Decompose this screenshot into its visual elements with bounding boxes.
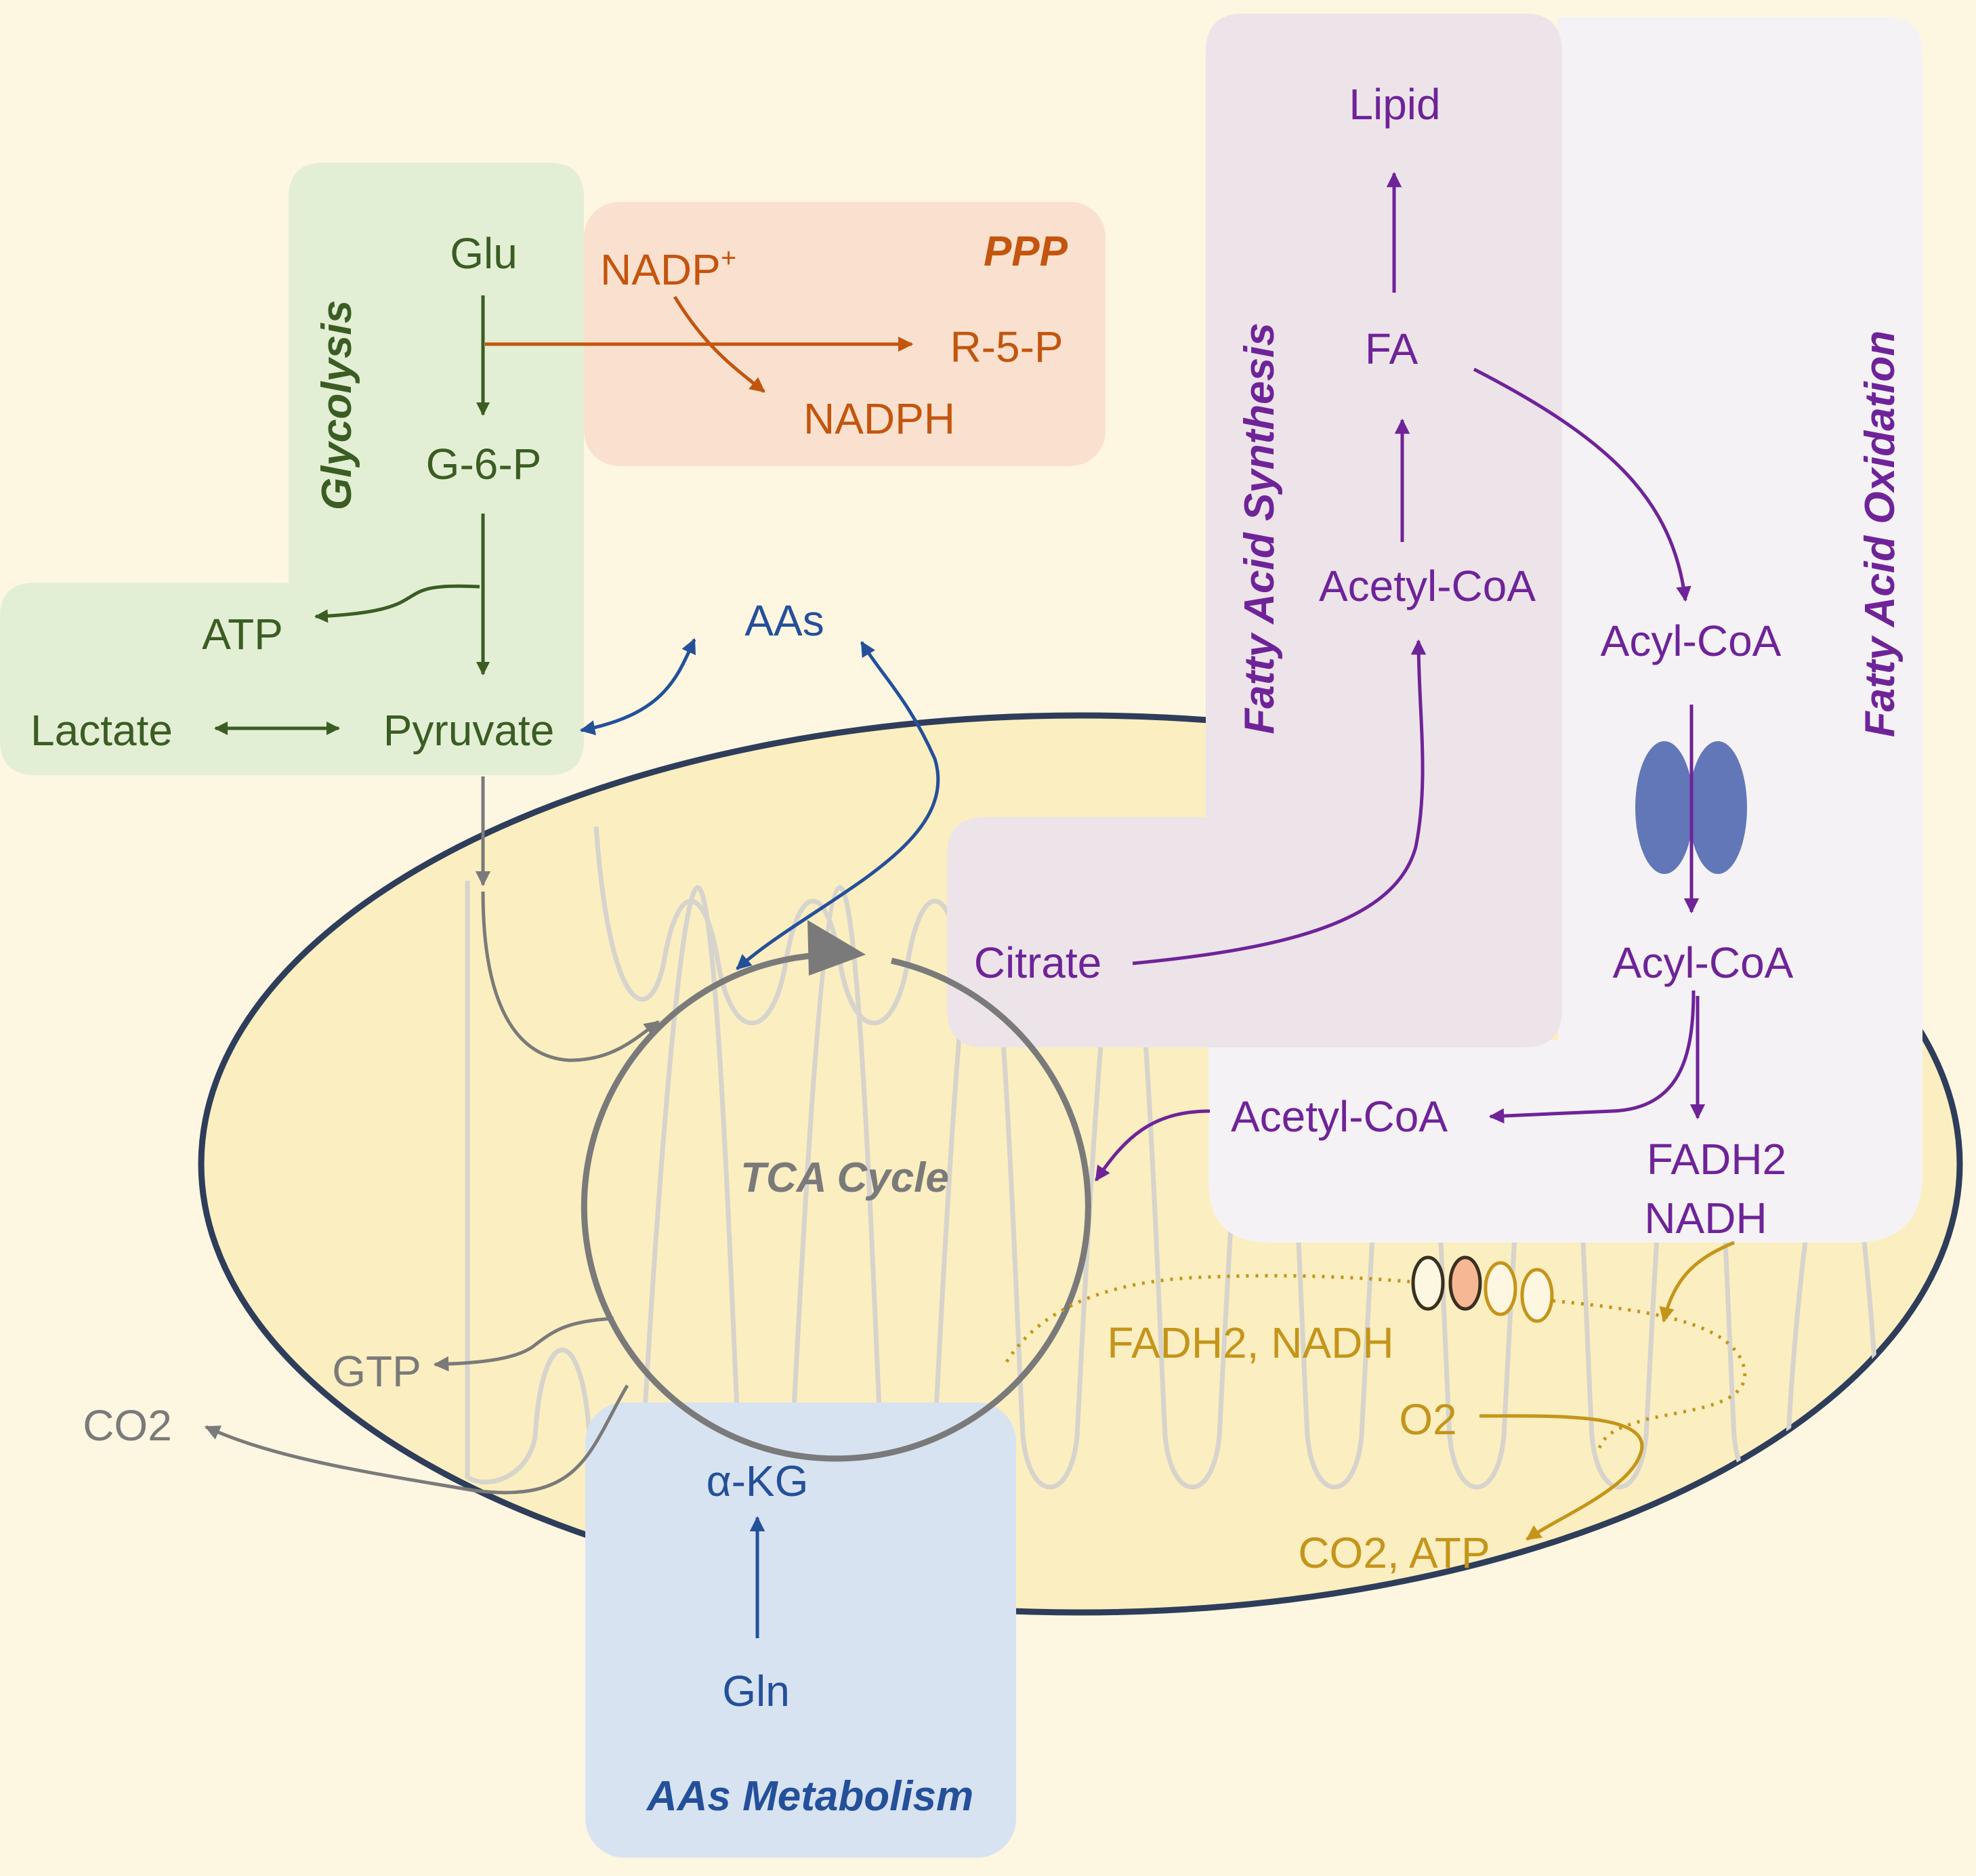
- amino-acid-arrows: [579, 638, 940, 1638]
- arrow-pyruvate-to-tca: [481, 891, 660, 1062]
- tca-arrows: [204, 776, 660, 1495]
- glycolysis-title: Glycolysis: [314, 300, 360, 510]
- co2-atp-label: CO2, ATP: [1298, 1528, 1490, 1577]
- nadph-label: NADPH: [803, 394, 955, 443]
- dotted-electron-flow: [1005, 1274, 1413, 1363]
- co2-label: CO2: [83, 1401, 172, 1450]
- aas-metabolism-panel: [585, 1402, 1016, 1858]
- gtp-label: GTP: [332, 1347, 421, 1396]
- citrate-label: Citrate: [974, 938, 1102, 987]
- ppp-panel: [584, 202, 1106, 466]
- o2-label: O2: [1399, 1395, 1456, 1444]
- nadp-superscript: +: [721, 243, 736, 273]
- arrow-tca-to-co2: [204, 1384, 629, 1495]
- etc-arrows: [1005, 1241, 1747, 1541]
- fa-label: FA: [1365, 325, 1418, 373]
- ppp-title: PPP: [984, 228, 1068, 275]
- nadp-text: NADP: [600, 245, 721, 294]
- arrow-acetylcoa-to-tca: [1094, 1109, 1211, 1182]
- r5p-label: R-5-P: [950, 322, 1063, 371]
- nadh-label: NADH: [1644, 1194, 1767, 1243]
- ppp-arrows: [485, 295, 914, 393]
- aas-metabolism-title: AAs Metabolism: [646, 1773, 973, 1820]
- lipid-label: Lipid: [1349, 80, 1440, 129]
- acetyl-coa-cytosol-label: Acetyl-CoA: [1319, 562, 1536, 610]
- tca-cycle-title: TCA Cycle: [740, 1154, 949, 1201]
- arrow-citrate-to-acetylcoa: [1132, 639, 1427, 965]
- membrane-transporter: [1635, 741, 1747, 874]
- fadh2-nadh-label: FADH2, NADH: [1107, 1318, 1393, 1367]
- arrow-o2-to-co2-atp: [1479, 1414, 1644, 1541]
- arrow-to-atp: [314, 584, 480, 623]
- tca-cycle-ring: [581, 952, 1091, 1462]
- lactate-label: Lactate: [30, 706, 173, 755]
- acetyl-coa-mito-label: Acetyl-CoA: [1231, 1092, 1448, 1141]
- glu-label: Glu: [450, 229, 518, 278]
- nadp-plus-label: NADP+: [600, 243, 736, 294]
- arrow-nadp-to-nadph: [673, 295, 765, 393]
- arrow-tca-aas: [736, 641, 940, 970]
- g6p-label: G-6-P: [426, 440, 542, 488]
- arrow-fa-to-acylcoa: [1473, 367, 1691, 602]
- arrow-nadh-to-etc: [1659, 1241, 1735, 1323]
- electron-transport-chain: [1411, 1255, 1554, 1323]
- fatty-acid-oxidation-panel: [1208, 17, 1922, 1243]
- pyruvate-label: Pyruvate: [383, 706, 555, 755]
- dotted-electron-flow-right: [1552, 1299, 1747, 1451]
- fatty-acid-arrows: [1094, 171, 1706, 1182]
- acyl-coa-cytosol-label: Acyl-CoA: [1601, 617, 1782, 665]
- aas-label: AAs: [744, 596, 824, 645]
- fatty-acid-oxidation-title: Fatty Acid Oxidation: [1857, 331, 1904, 738]
- fatty-acid-synthesis-panel: [947, 14, 1562, 1047]
- gln-label: Gln: [722, 1667, 790, 1715]
- fadh2-label: FADH2: [1647, 1135, 1786, 1184]
- akg-label: α-KG: [707, 1457, 809, 1505]
- atp-label: ATP: [202, 610, 283, 659]
- acyl-coa-mito-label: Acyl-CoA: [1613, 938, 1794, 987]
- arrow-acylcoa-to-acetylcoa: [1488, 990, 1696, 1124]
- arrow-tca-to-gtp: [433, 1316, 614, 1372]
- arrow-pyruvate-aas: [579, 638, 696, 736]
- glycolysis-arrows: [214, 295, 490, 735]
- fatty-acid-synthesis-title: Fatty Acid Synthesis: [1236, 322, 1283, 734]
- glycolysis-panel: [0, 163, 584, 775]
